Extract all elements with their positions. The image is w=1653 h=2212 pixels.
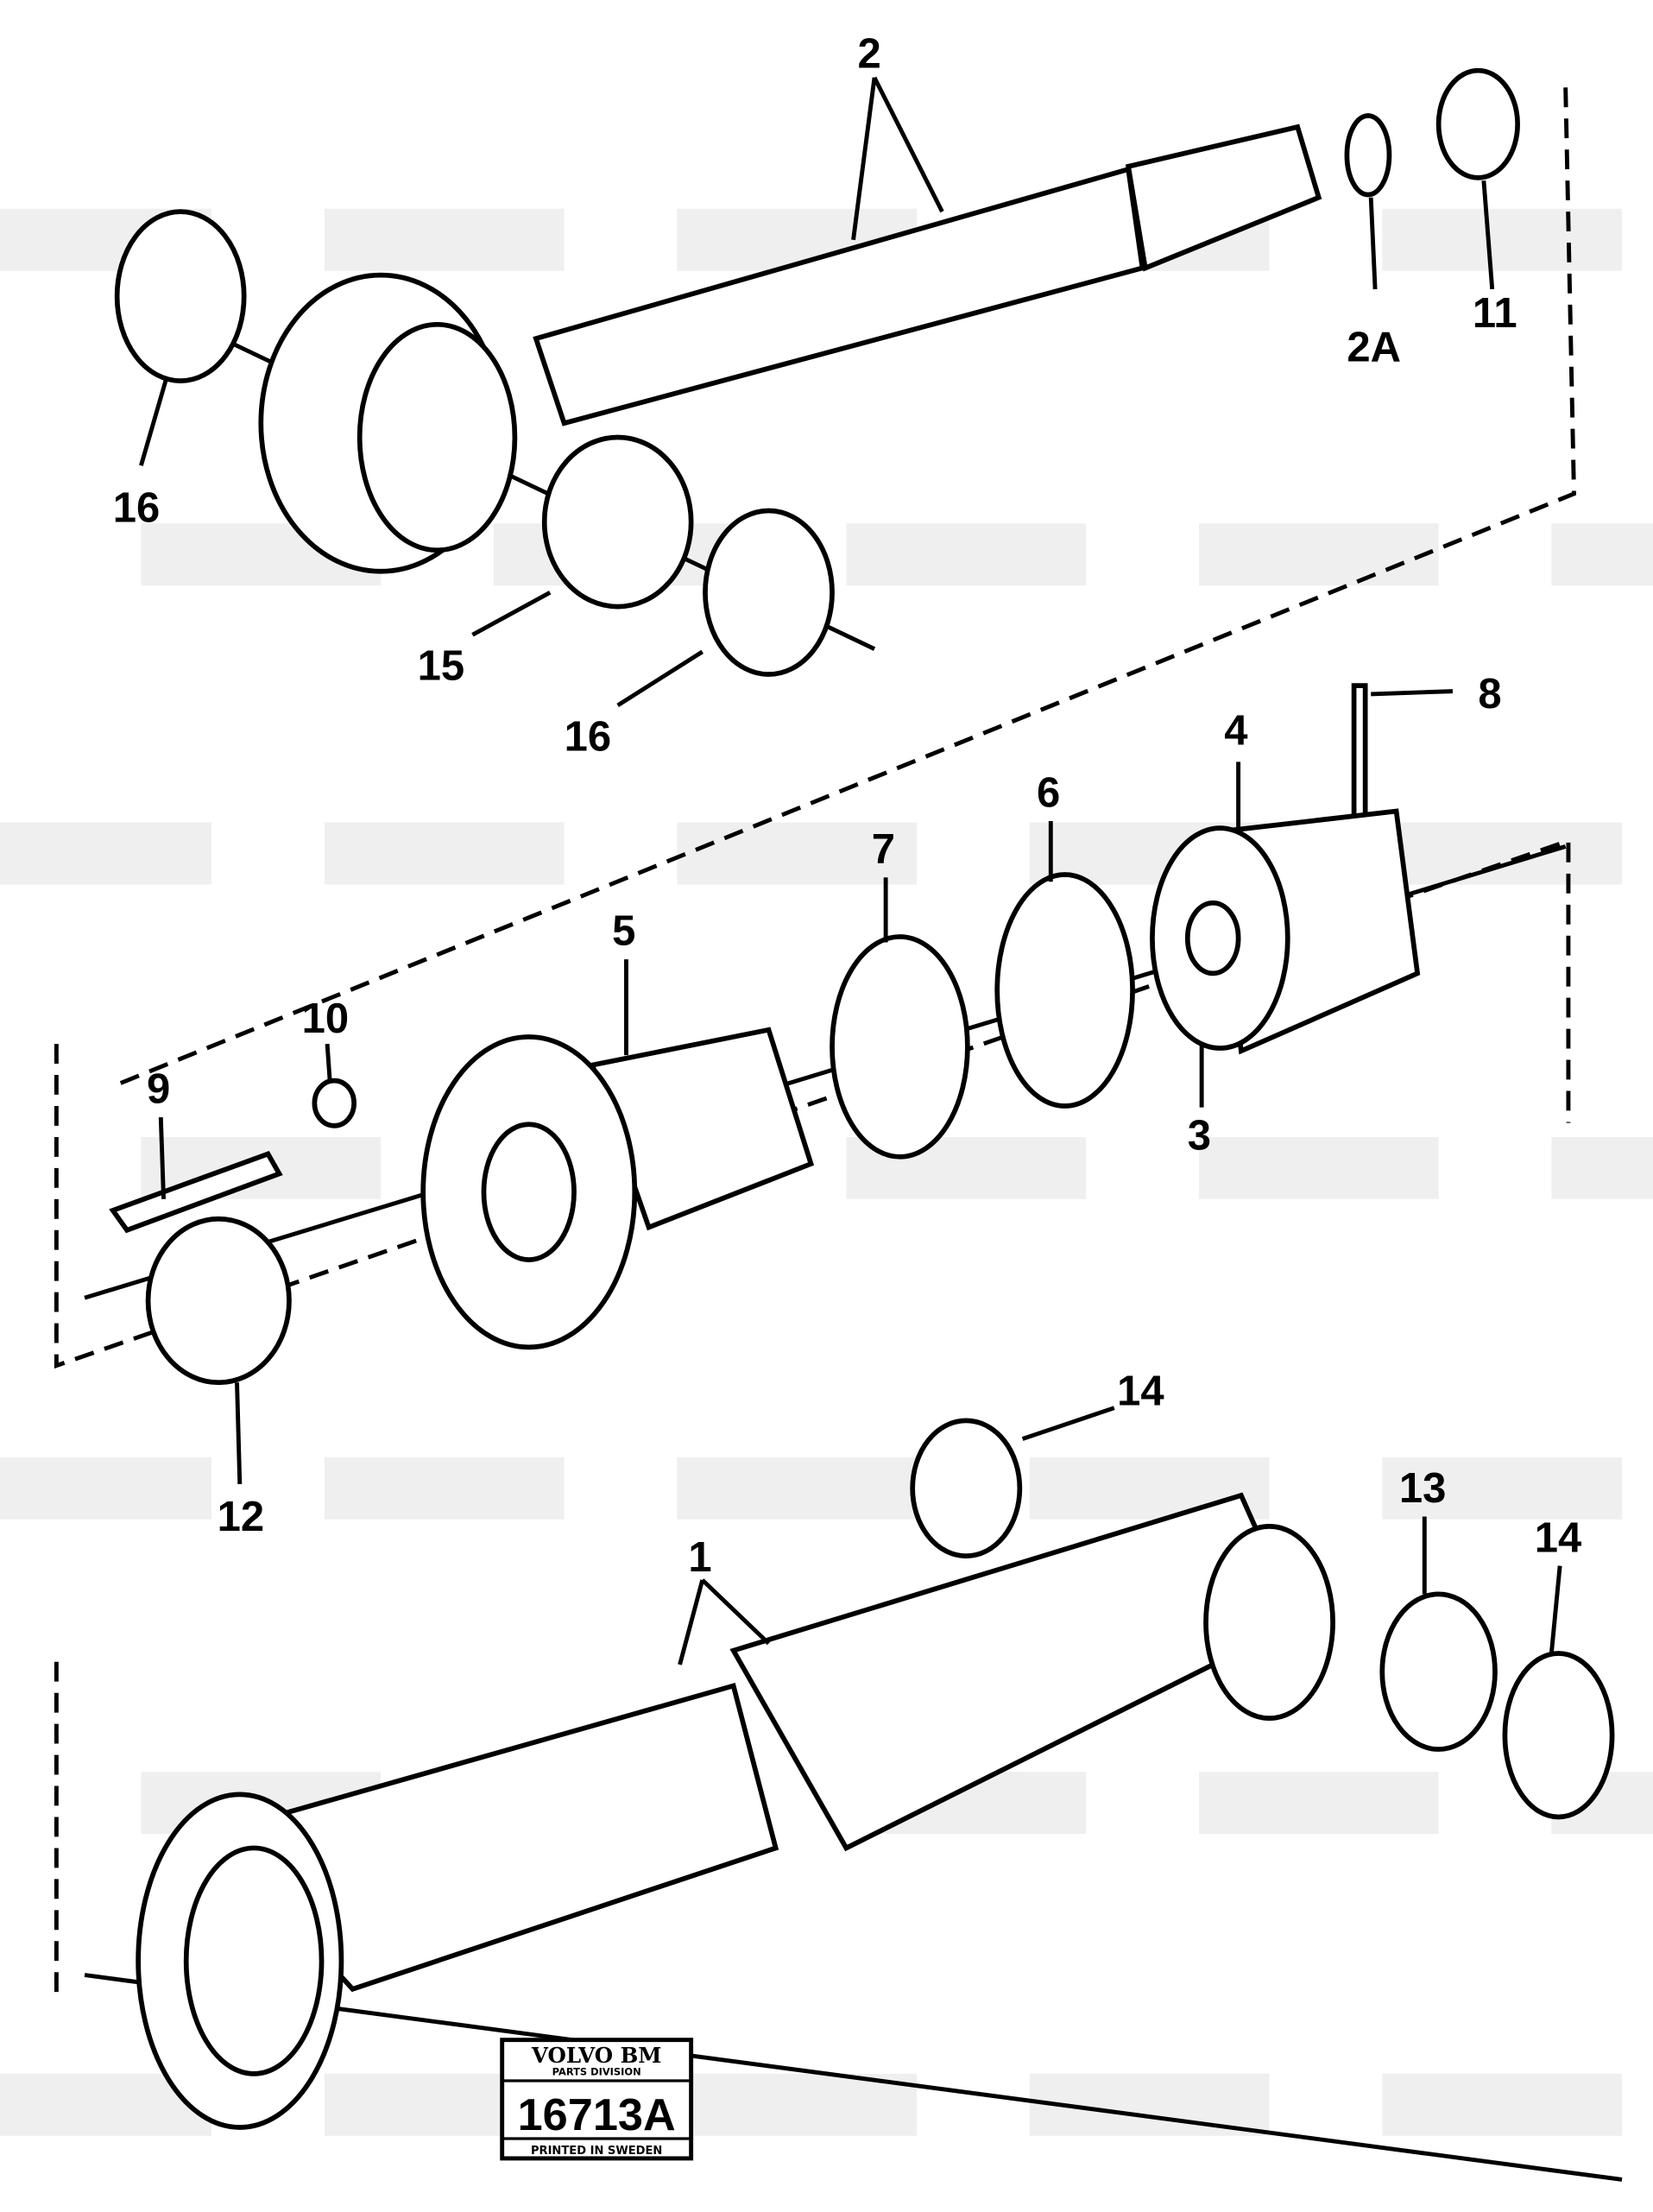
watermark-banner	[1382, 2073, 1623, 2136]
label-15: 15	[418, 643, 465, 690]
label-7: 7	[872, 826, 895, 873]
watermark-banner	[324, 1457, 565, 1520]
group-outline-top	[111, 87, 1576, 1089]
label-9: 9	[147, 1066, 170, 1113]
piston-head-assembly	[84, 683, 1567, 1386]
watermark-banner	[1551, 1136, 1653, 1199]
watermark-banner	[677, 822, 918, 885]
label-2a: 2A	[1347, 324, 1401, 370]
label-8: 8	[1478, 671, 1501, 717]
label-3: 3	[1188, 1113, 1211, 1160]
stamp-brand: VOLVO BM	[531, 2043, 662, 2068]
stamp-number: 16713A	[518, 2090, 676, 2140]
label-1: 1	[688, 1534, 711, 1581]
watermark-banner	[324, 208, 565, 271]
watermark-banner	[1551, 523, 1653, 586]
watermark-banner	[1382, 822, 1623, 885]
volvo-bm-stamp: VOLVO BM PARTS DIVISION 16713A PRINTED I…	[500, 2038, 694, 2161]
label-5: 5	[612, 908, 635, 955]
label-12: 12	[218, 1494, 265, 1540]
watermark-banner	[324, 822, 565, 885]
watermark-banner	[846, 523, 1087, 586]
watermark-banner	[1382, 1457, 1623, 1520]
label-14-top: 14	[1117, 1368, 1164, 1414]
watermark-banner	[677, 1457, 918, 1520]
watermark-banner	[0, 1457, 212, 1520]
stamp-division: PARTS DIVISION	[552, 2066, 641, 2078]
watermark-banner	[0, 822, 212, 885]
piston-rod	[114, 67, 1520, 677]
stamp-footer: PRINTED IN SWEDEN	[531, 2145, 662, 2158]
watermark-banner	[1198, 1136, 1439, 1199]
label-6: 6	[1037, 770, 1060, 817]
label-13: 13	[1399, 1465, 1447, 1512]
watermark-banner	[677, 2073, 918, 2136]
cylinder-tube-assembly	[84, 1418, 1623, 2182]
watermark-banner	[1198, 523, 1439, 586]
label-14-end: 14	[1535, 1514, 1582, 1561]
label-10: 10	[302, 995, 350, 1042]
watermark-banner	[1382, 208, 1623, 271]
label-4: 4	[1224, 708, 1247, 755]
group-outline-middle	[54, 837, 1571, 1369]
label-2: 2	[857, 30, 880, 77]
watermark-banner	[1198, 1772, 1439, 1835]
label-16-right: 16	[565, 713, 612, 760]
label-16-left: 16	[113, 485, 161, 532]
leader-lines	[139, 76, 1562, 1665]
label-11: 11	[1473, 290, 1517, 337]
